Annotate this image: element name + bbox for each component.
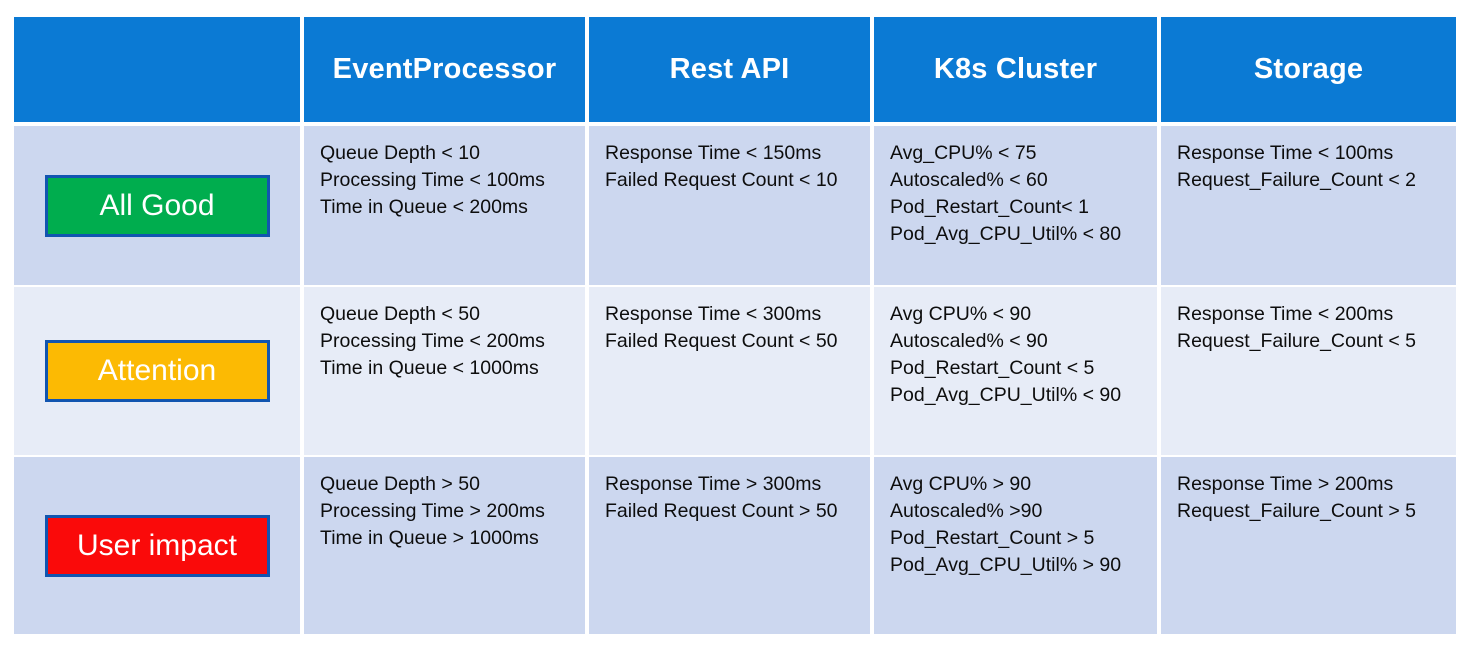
metrics-cell-k8s-cluster: Avg CPU% < 90 Autoscaled% < 90 Pod_Resta… [874, 287, 1157, 455]
metric-item: Queue Depth < 10 [320, 142, 480, 164]
metric-list: Queue Depth < 10 Processing Time < 100ms… [320, 140, 585, 221]
metric-item: Pod_Avg_CPU_Util% < 80 [890, 223, 1122, 245]
status-badge-all-good: All Good [44, 174, 270, 237]
header-label-k8s-cluster: K8s Cluster [933, 53, 1098, 85]
metric-list: Response Time > 300ms Failed Request Cou… [605, 471, 870, 525]
metric-item: Time in Queue > 1000ms [320, 527, 539, 549]
metric-list: Queue Depth < 50 Processing Time < 200ms… [320, 301, 585, 382]
metrics-cell-eventprocessor: Queue Depth < 50 Processing Time < 200ms… [304, 287, 585, 455]
metric-item: Time in Queue < 200ms [320, 196, 528, 218]
table-row: User impact Queue Depth > 50 Processing … [14, 457, 1456, 634]
table-body: All Good Queue Depth < 10 Processing Tim… [14, 126, 1456, 634]
metric-item: Avg_CPU% < 75 [890, 142, 1037, 164]
metric-list: Response Time < 150ms Failed Request Cou… [605, 140, 870, 194]
metric-list: Response Time < 200ms Request_Failure_Co… [1177, 301, 1456, 355]
metric-item: Processing Time < 200ms [320, 330, 545, 352]
metric-item: Processing Time < 100ms [320, 169, 545, 191]
metric-item: Pod_Restart_Count< 1 [890, 196, 1089, 218]
status-cell: Attention [14, 287, 300, 455]
header-label-storage: Storage [1253, 53, 1364, 85]
status-badge-attention: Attention [44, 340, 270, 402]
metric-item: Response Time < 100ms [1177, 142, 1394, 164]
metric-item: Failed Request Count < 50 [605, 330, 838, 352]
metrics-cell-k8s-cluster: Avg CPU% > 90 Autoscaled% >90 Pod_Restar… [874, 457, 1157, 634]
status-badge-label: Attention [97, 354, 217, 387]
metrics-cell-storage: Response Time < 200ms Request_Failure_Co… [1161, 287, 1456, 455]
metric-item: Pod_Restart_Count < 5 [890, 357, 1095, 379]
metrics-cell-storage: Response Time > 200ms Request_Failure_Co… [1161, 457, 1456, 634]
metric-item: Response Time < 200ms [1177, 303, 1394, 325]
metrics-cell-storage: Response Time < 100ms Request_Failure_Co… [1161, 126, 1456, 285]
metric-item: Queue Depth < 50 [320, 303, 480, 325]
status-badge-user-impact: User impact [44, 514, 270, 577]
metric-list: Response Time < 100ms Request_Failure_Co… [1177, 140, 1456, 194]
metric-item: Request_Failure_Count < 5 [1177, 330, 1417, 352]
header-label-rest-api: Rest API [669, 53, 790, 85]
header-label-eventprocessor: EventProcessor [332, 53, 557, 85]
metric-item: Pod_Restart_Count > 5 [890, 527, 1095, 549]
health-thresholds-table: EventProcessor Rest API K8s Cluster Stor… [14, 17, 1456, 634]
header-cell-status [14, 17, 300, 122]
metric-list: Avg CPU% < 90 Autoscaled% < 90 Pod_Resta… [890, 301, 1157, 409]
metric-item: Response Time < 300ms [605, 303, 822, 325]
metric-list: Response Time < 300ms Failed Request Cou… [605, 301, 870, 355]
metric-item: Autoscaled% < 60 [890, 169, 1048, 191]
metrics-cell-rest-api: Response Time > 300ms Failed Request Cou… [589, 457, 870, 634]
table-row: All Good Queue Depth < 10 Processing Tim… [14, 126, 1456, 285]
metric-item: Autoscaled% >90 [890, 500, 1043, 522]
metric-item: Failed Request Count > 50 [605, 500, 838, 522]
metric-item: Queue Depth > 50 [320, 473, 480, 495]
metric-list: Response Time > 200ms Request_Failure_Co… [1177, 471, 1456, 525]
metric-item: Response Time > 300ms [605, 473, 822, 495]
metrics-cell-eventprocessor: Queue Depth < 10 Processing Time < 100ms… [304, 126, 585, 285]
header-cell-eventprocessor: EventProcessor [304, 17, 585, 122]
metric-item: Avg CPU% < 90 [890, 303, 1032, 325]
metric-item: Autoscaled% < 90 [890, 330, 1048, 352]
status-cell: All Good [14, 126, 300, 285]
metric-item: Pod_Avg_CPU_Util% > 90 [890, 554, 1122, 576]
status-cell: User impact [14, 457, 300, 634]
metric-list: Avg_CPU% < 75 Autoscaled% < 60 Pod_Resta… [890, 140, 1157, 248]
metric-item: Failed Request Count < 10 [605, 169, 838, 191]
metric-item: Request_Failure_Count > 5 [1177, 500, 1417, 522]
status-badge-label: User impact [76, 528, 238, 562]
metric-item: Pod_Avg_CPU_Util% < 90 [890, 384, 1122, 406]
header-cell-k8s-cluster: K8s Cluster [874, 17, 1157, 122]
metrics-cell-rest-api: Response Time < 150ms Failed Request Cou… [589, 126, 870, 285]
metrics-cell-rest-api: Response Time < 300ms Failed Request Cou… [589, 287, 870, 455]
metric-item: Response Time < 150ms [605, 142, 822, 164]
metric-item: Processing Time > 200ms [320, 500, 545, 522]
metric-item: Time in Queue < 1000ms [320, 357, 539, 379]
table-header-row: EventProcessor Rest API K8s Cluster Stor… [14, 17, 1456, 122]
header-cell-rest-api: Rest API [589, 17, 870, 122]
header-cell-storage: Storage [1161, 17, 1456, 122]
metric-item: Request_Failure_Count < 2 [1177, 169, 1417, 191]
status-badge-label: All Good [99, 188, 215, 222]
metrics-cell-eventprocessor: Queue Depth > 50 Processing Time > 200ms… [304, 457, 585, 634]
metric-item: Avg CPU% > 90 [890, 473, 1032, 495]
metric-item: Response Time > 200ms [1177, 473, 1394, 495]
metric-list: Avg CPU% > 90 Autoscaled% >90 Pod_Restar… [890, 471, 1157, 579]
metrics-cell-k8s-cluster: Avg_CPU% < 75 Autoscaled% < 60 Pod_Resta… [874, 126, 1157, 285]
metric-list: Queue Depth > 50 Processing Time > 200ms… [320, 471, 585, 552]
table-row: Attention Queue Depth < 50 Processing Ti… [14, 287, 1456, 455]
